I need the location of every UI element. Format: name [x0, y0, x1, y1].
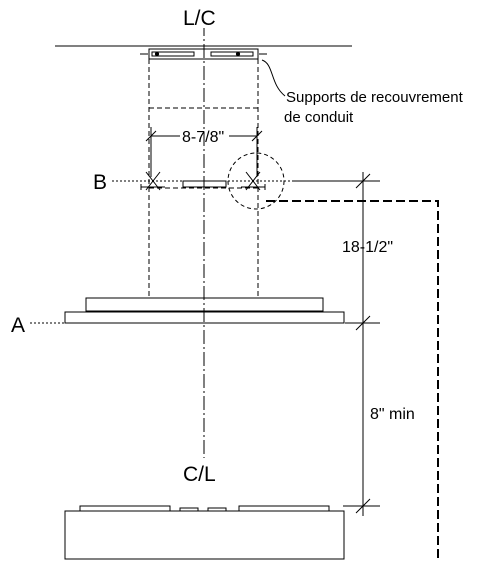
bottom-centerline-label: C/L: [183, 463, 216, 486]
bottom-label-bg: [195, 462, 217, 484]
hood-base: [64, 311, 345, 324]
bracket-screw-right: [235, 51, 241, 57]
callout-line-1: Supports de recouvrement: [286, 89, 464, 106]
width-tick-left: [145, 130, 157, 142]
routing-line: [266, 200, 439, 562]
knob-right: [207, 507, 227, 512]
ref-b-label: B: [93, 171, 107, 194]
dim-tick-mid: [355, 315, 371, 331]
burner-right: [238, 505, 330, 512]
top-label-bg: [196, 6, 216, 28]
bracket-slot-right: [210, 51, 254, 57]
callout-line-2: de conduit: [284, 109, 354, 126]
height-dimension-label: 18-1/2": [342, 239, 393, 256]
bracket-slot-left: [151, 51, 195, 57]
min-clearance-label: 8" min: [370, 406, 415, 423]
cooktop-body: [64, 510, 345, 560]
detail-circle: [227, 152, 285, 210]
knob-left: [179, 507, 199, 512]
duct-cover-bracket: [148, 48, 259, 60]
top-centerline-label: L/C: [183, 7, 216, 30]
ref-a-label: A: [11, 314, 25, 337]
width-dimension-label: 8-7/8": [182, 129, 224, 146]
bracket-screw-left: [154, 51, 160, 57]
callout-leader: [261, 59, 286, 97]
width-tick-right: [251, 130, 263, 142]
dim-tick-top: [355, 173, 371, 189]
center-bracket: [182, 180, 227, 188]
hood-canopy: [85, 297, 324, 312]
burner-left: [79, 505, 171, 512]
